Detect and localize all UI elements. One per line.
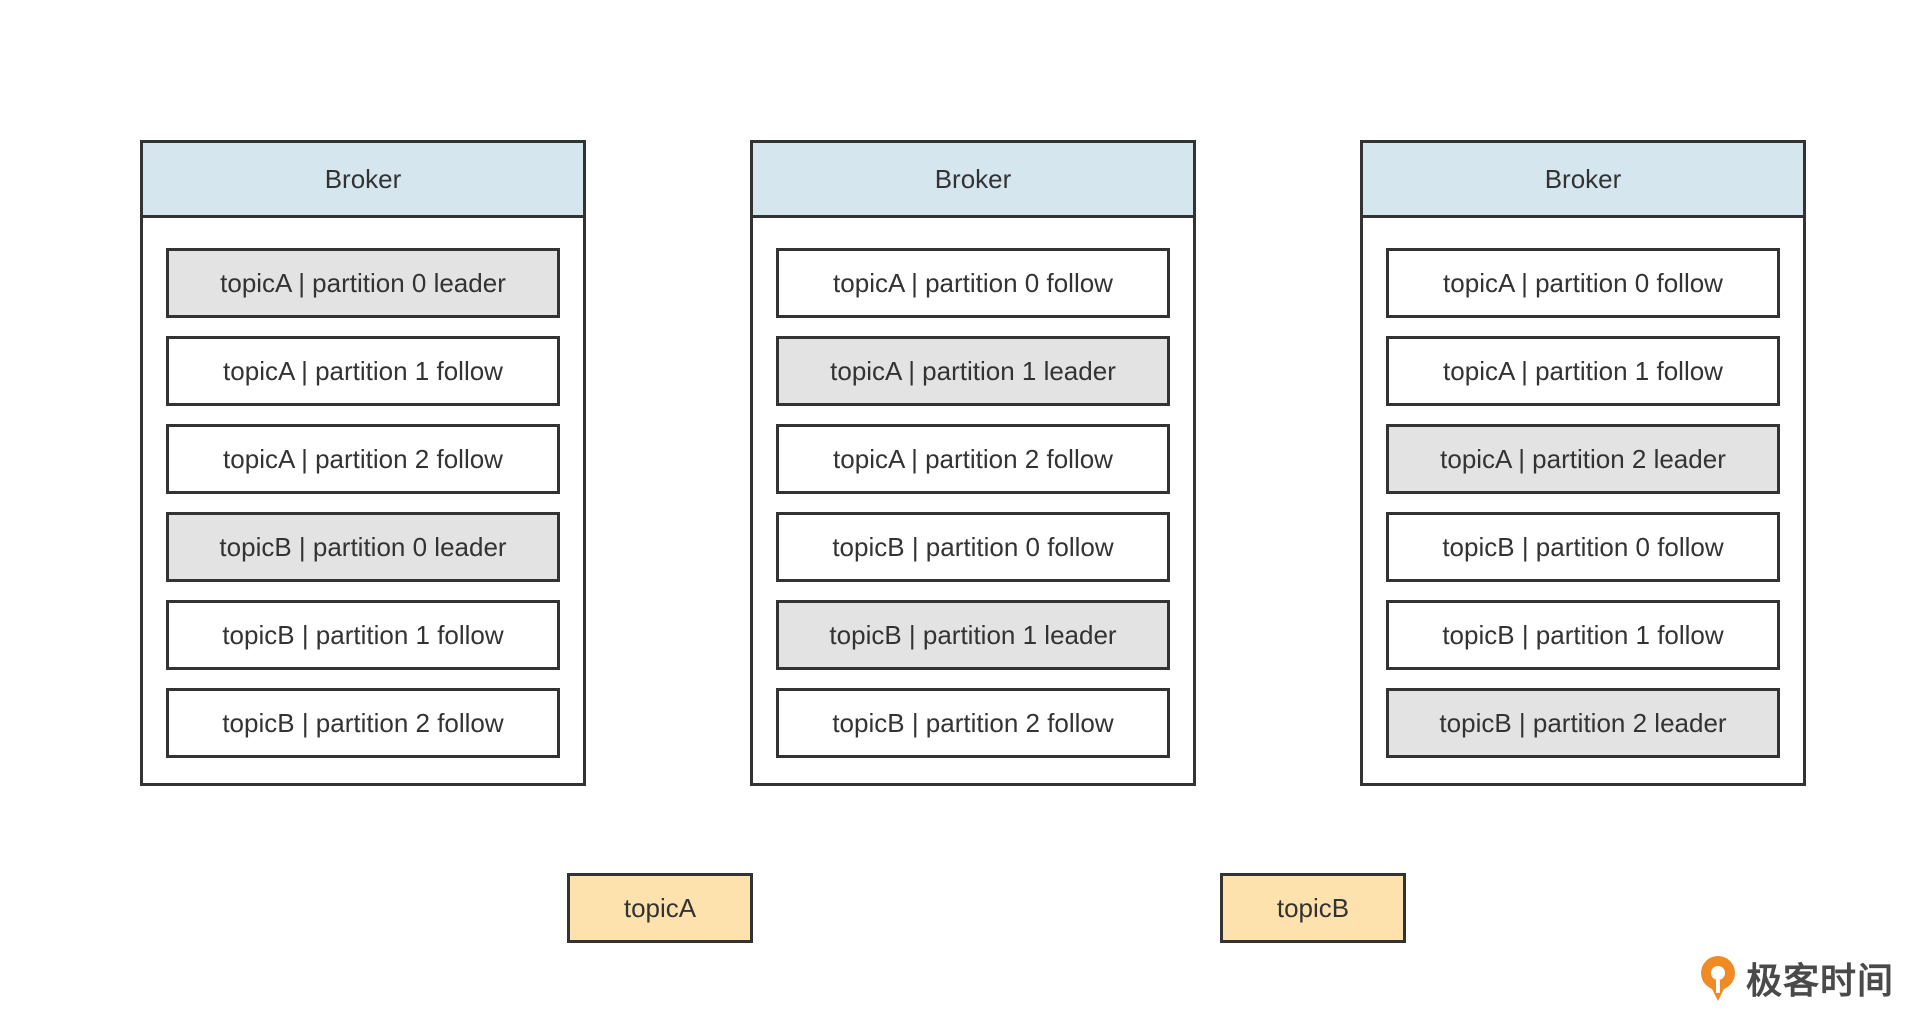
watermark-text: 极客时间	[1745, 960, 1894, 1001]
geektime-logo-icon	[1700, 956, 1735, 1001]
partition-box: topicA | partition 0 follow	[776, 248, 1170, 318]
partition-list: topicA | partition 0 follow topicA | par…	[1363, 218, 1803, 758]
geektime-logo: 极客时间	[1696, 952, 1894, 1004]
partition-box: topicB | partition 2 follow	[166, 688, 560, 758]
partition-box: topicA | partition 0 follow	[1386, 248, 1780, 318]
broker-title: Broker	[1363, 143, 1803, 218]
partition-box: topicB | partition 0 leader	[166, 512, 560, 582]
partition-box: topicB | partition 0 follow	[776, 512, 1170, 582]
partition-box: topicA | partition 2 follow	[166, 424, 560, 494]
partition-box: topicB | partition 2 leader	[1386, 688, 1780, 758]
partition-box: topicA | partition 2 follow	[776, 424, 1170, 494]
broker-2: Broker topicA | partition 0 follow topic…	[750, 140, 1196, 786]
partition-box: topicB | partition 1 follow	[1386, 600, 1780, 670]
topic-box-a: topicA	[567, 873, 753, 943]
partition-box: topicB | partition 2 follow	[776, 688, 1170, 758]
partition-box: topicA | partition 2 leader	[1386, 424, 1780, 494]
topic-box-b: topicB	[1220, 873, 1406, 943]
partition-box: topicA | partition 1 leader	[776, 336, 1170, 406]
partition-box: topicB | partition 1 leader	[776, 600, 1170, 670]
broker-1: Broker topicA | partition 0 leader topic…	[140, 140, 586, 786]
broker-title: Broker	[143, 143, 583, 218]
partition-box: topicA | partition 1 follow	[1386, 336, 1780, 406]
partition-box: topicA | partition 0 leader	[166, 248, 560, 318]
partition-list: topicA | partition 0 follow topicA | par…	[753, 218, 1193, 758]
partition-box: topicB | partition 0 follow	[1386, 512, 1780, 582]
partition-list: topicA | partition 0 leader topicA | par…	[143, 218, 583, 758]
partition-box: topicB | partition 1 follow	[166, 600, 560, 670]
broker-title: Broker	[753, 143, 1193, 218]
partition-box: topicA | partition 1 follow	[166, 336, 560, 406]
broker-3: Broker topicA | partition 0 follow topic…	[1360, 140, 1806, 786]
